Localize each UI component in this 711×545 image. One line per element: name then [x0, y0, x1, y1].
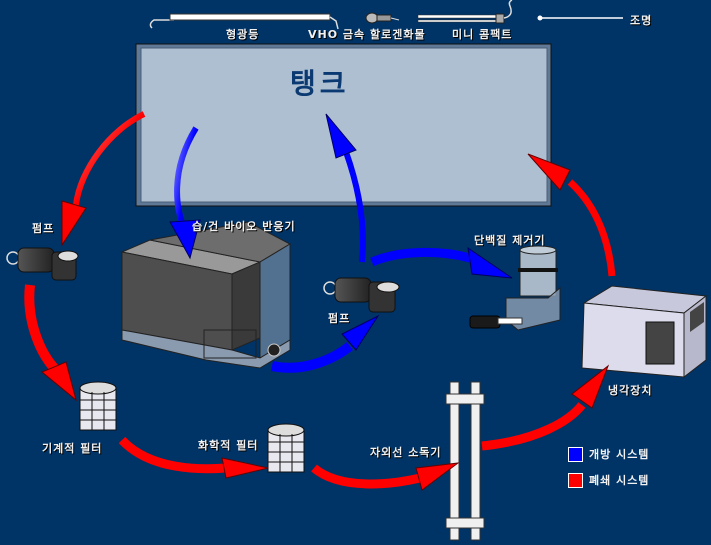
legend-label: 폐쇄 시스템	[589, 474, 650, 487]
label-chiller: 냉각장치	[608, 384, 653, 397]
protein-skimmer-icon	[469, 245, 561, 331]
light-label-mini-compact: 미니 콤팩트	[452, 28, 513, 41]
flow-arrow-bio-reactor-to-pump	[270, 342, 354, 373]
metal-halide-lamp-icon	[365, 12, 400, 24]
lighting-legend-line	[537, 15, 623, 21]
mini-compact-lamp-icon	[417, 0, 513, 24]
label-protein-skimmer: 단백질 제거기	[474, 234, 546, 247]
label-mechanical-filter: 기계적 필터	[42, 442, 103, 455]
tank	[135, 43, 552, 207]
arrowhead-blue	[467, 246, 513, 279]
flow-arrow-tank-to-pump	[73, 111, 146, 206]
tank-title: 탱크	[290, 67, 350, 100]
open-system-flow-arrows	[169, 113, 513, 373]
fluorescent-lamp-icon	[149, 13, 339, 30]
arrowhead-red	[527, 153, 571, 191]
flow-arrow-pump-to-tank	[343, 150, 366, 263]
legend: 개방 시스템 폐쇄 시스템	[568, 446, 649, 498]
pump-center-icon	[323, 277, 400, 313]
legend-swatch-red	[568, 472, 583, 488]
arrowhead-red	[61, 200, 87, 247]
flow-arrow-uv-to-chiller	[481, 402, 586, 451]
label-chemical-filter: 화학적 필터	[198, 439, 259, 452]
flow-arrow-chiller-to-tank	[567, 179, 616, 277]
flow-arrow-mech-to-chem-filter	[118, 436, 227, 474]
arrowhead-red	[415, 462, 460, 491]
label-bio-reactor: 습/건 바이오 반응기	[192, 220, 296, 233]
legend-item-closed-system: 폐쇄 시스템	[568, 472, 649, 488]
chiller-icon	[581, 285, 708, 379]
flow-arrow-pump-to-skimmer	[370, 247, 472, 267]
arrowhead-blue	[341, 314, 380, 351]
label-uv-sterilizer: 자외선 소독기	[370, 446, 442, 459]
closed-system-flow-arrows	[24, 111, 616, 491]
light-label-vho-metal-halide: VHO 금속 할로겐화물	[308, 28, 426, 41]
arrowhead-blue	[169, 219, 201, 260]
label-pump-left: 펌프	[32, 222, 55, 235]
flow-arrow-pump-to-mech-filter	[24, 284, 62, 376]
uv-sterilizer-icon	[445, 381, 485, 541]
arrowhead-blue	[325, 113, 357, 159]
label-pump-center: 펌프	[328, 312, 351, 325]
light-label-fluorescent: 형광등	[226, 28, 260, 41]
arrowhead-red	[571, 364, 610, 409]
legend-label: 개방 시스템	[589, 448, 650, 461]
flow-arrow-chem-to-uv	[311, 464, 422, 489]
legend-item-open-system: 개방 시스템	[568, 446, 649, 462]
pump-left-icon	[6, 247, 79, 281]
arrowhead-red	[221, 457, 269, 479]
legend-swatch-blue	[568, 446, 583, 462]
chemical-filter-icon	[267, 423, 305, 473]
bio-reactor-icon	[120, 221, 292, 369]
lighting-label: 조명	[630, 14, 653, 27]
arrowhead-red	[41, 361, 77, 402]
mechanical-filter-icon	[79, 381, 117, 431]
